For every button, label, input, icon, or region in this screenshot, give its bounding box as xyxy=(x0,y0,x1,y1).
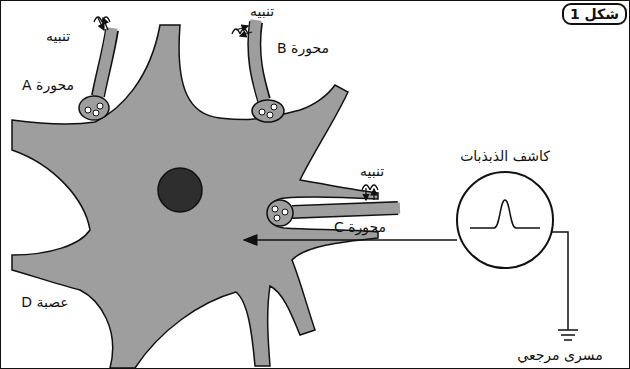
axon-a xyxy=(79,28,112,120)
axon-label: محورة A xyxy=(22,77,74,94)
neuron-body xyxy=(12,25,378,368)
stimulus-label: تنبيه xyxy=(360,163,384,180)
axon-b xyxy=(252,20,284,122)
stimulus-electrode xyxy=(94,17,110,30)
device-label: كاشف الذبذبات xyxy=(460,148,550,165)
neuron-label: عصبة D xyxy=(21,294,68,311)
stimulus-electrode xyxy=(362,185,378,200)
ground-label: مسرى مرجعي xyxy=(517,347,602,364)
axon-label: محورة B xyxy=(277,40,329,57)
stimulus-electrode xyxy=(232,26,252,36)
axon-label: محورة C xyxy=(334,219,386,236)
ground-wire xyxy=(551,232,568,330)
nucleus xyxy=(158,168,202,212)
ground-symbol xyxy=(558,330,578,340)
figure-title: شكل 1 xyxy=(562,3,627,25)
signal-trace xyxy=(470,200,540,228)
recording-electrode xyxy=(244,239,457,241)
stimulus-label: تنبيه xyxy=(46,28,70,45)
stimulus-label: تنبيه xyxy=(250,3,274,20)
oscilloscope xyxy=(457,172,553,268)
